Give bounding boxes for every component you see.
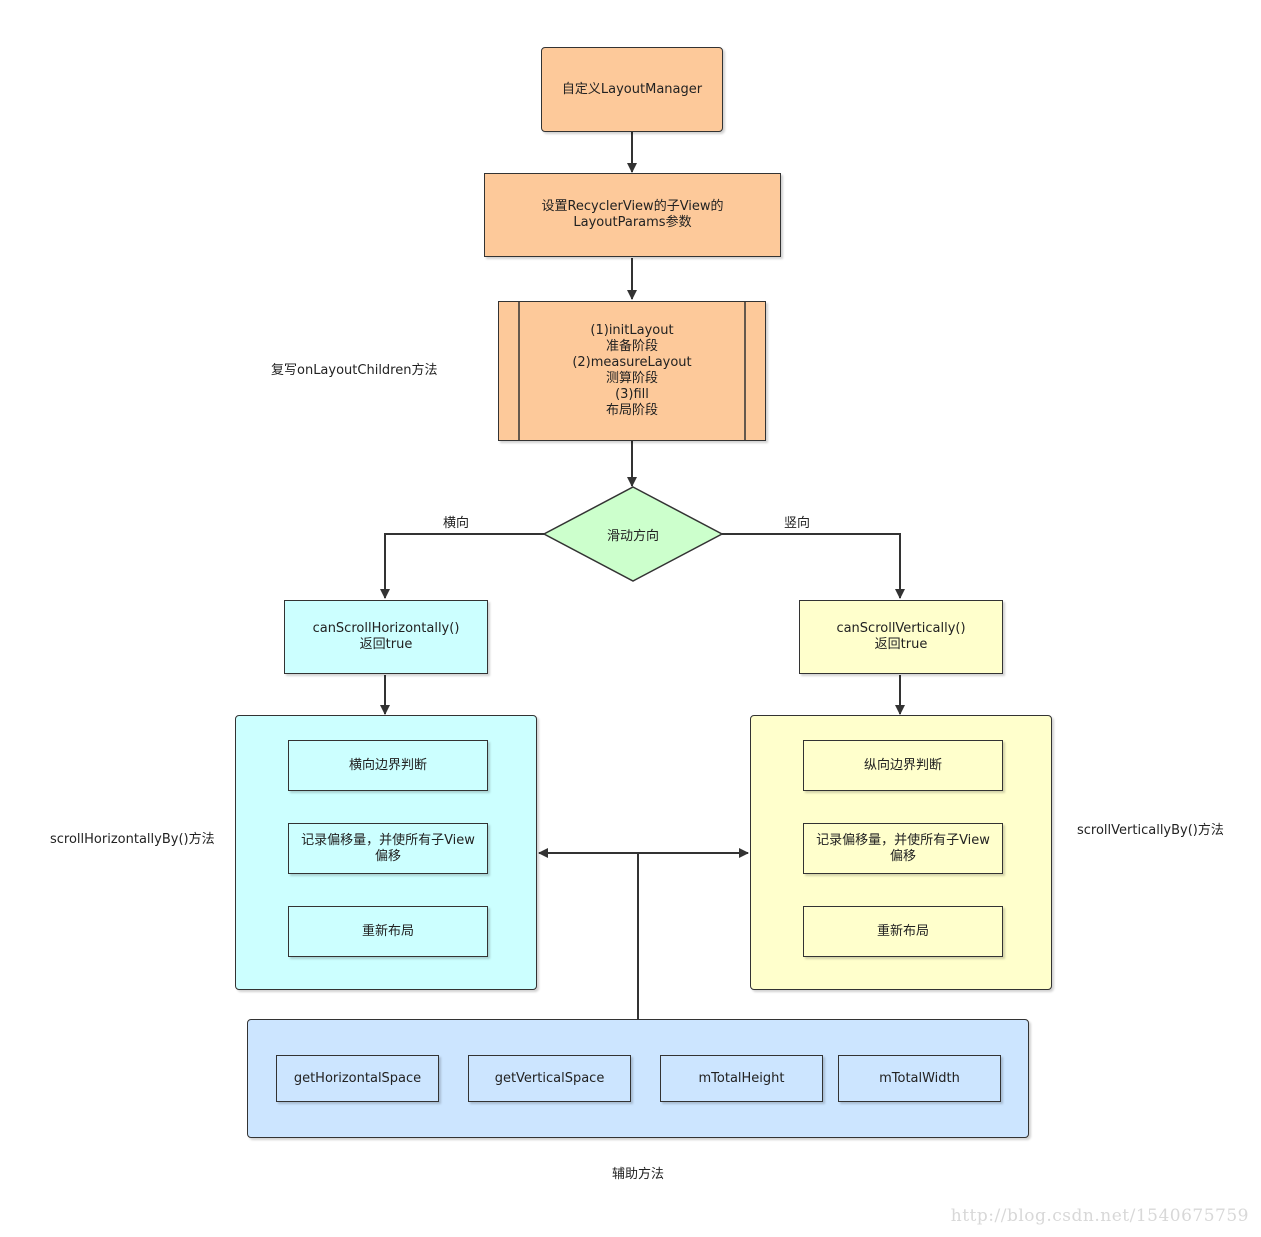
helper-get-horizontal-space-label: getHorizontalSpace bbox=[293, 1070, 422, 1086]
can-scroll-vertically-node: canScrollVertically() 返回true bbox=[799, 600, 1003, 674]
v-step-boundary-node: 纵向边界判断 bbox=[803, 740, 1003, 791]
start-node-label: 自定义LayoutManager bbox=[561, 81, 703, 97]
can-scroll-horizontally-label: canScrollHorizontally() 返回true bbox=[312, 621, 460, 652]
h-step-boundary-label: 横向边界判断 bbox=[348, 757, 427, 773]
on-layout-children-label: (1)initLayout 准备阶段 (2)measureLayout 测算阶段… bbox=[572, 323, 692, 418]
scroll-vertically-method-label: scrollVerticallyBy()方法 bbox=[1077, 823, 1224, 838]
helper-m-total-height: mTotalHeight bbox=[660, 1055, 823, 1102]
v-step-boundary-label: 纵向边界判断 bbox=[863, 757, 942, 773]
edge-direction-vertical bbox=[722, 533, 905, 599]
h-step-offset-label: 记录偏移量，并使所有子View 偏移 bbox=[301, 832, 475, 864]
can-scroll-vertically-label: canScrollVertically() 返回true bbox=[836, 621, 966, 652]
h-step-boundary-node: 横向边界判断 bbox=[288, 740, 488, 791]
h-step-offset-node: 记录偏移量，并使所有子View 偏移 bbox=[288, 823, 488, 874]
helper-m-total-height-label: mTotalHeight bbox=[698, 1070, 785, 1086]
override-on-layout-label: 复写onLayoutChildren方法 bbox=[271, 363, 438, 378]
horizontal-branch-label: 横向 bbox=[443, 516, 470, 531]
h-step-relayout-node: 重新布局 bbox=[288, 906, 488, 957]
v-step-relayout-node: 重新布局 bbox=[803, 906, 1003, 957]
helper-m-total-width-label: mTotalWidth bbox=[879, 1070, 960, 1086]
v-step-relayout-label: 重新布局 bbox=[876, 923, 929, 939]
on-layout-children-node: (1)initLayout 准备阶段 (2)measureLayout 测算阶段… bbox=[498, 301, 766, 441]
v-step-offset-node: 记录偏移量，并使所有子View 偏移 bbox=[803, 823, 1003, 874]
helper-get-vertical-space-label: getVerticalSpace bbox=[494, 1070, 605, 1086]
h-step-relayout-label: 重新布局 bbox=[361, 923, 414, 939]
start-node: 自定义LayoutManager bbox=[541, 47, 723, 132]
watermark: http://blog.csdn.net/1540675759 bbox=[950, 1206, 1249, 1226]
vertical-branch-label: 竖向 bbox=[784, 516, 811, 531]
helper-m-total-width: mTotalWidth bbox=[838, 1055, 1001, 1102]
scroll-direction-label: 滑动方向 bbox=[606, 528, 659, 544]
layout-params-label: 设置RecyclerView的子View的 LayoutParams参数 bbox=[541, 199, 724, 230]
edge-direction-horizontal bbox=[380, 533, 544, 599]
helper-get-vertical-space: getVerticalSpace bbox=[468, 1055, 631, 1102]
v-step-offset-label: 记录偏移量，并使所有子View 偏移 bbox=[816, 832, 990, 864]
helper-get-horizontal-space: getHorizontalSpace bbox=[276, 1055, 439, 1102]
scroll-horizontally-method-label: scrollHorizontallyBy()方法 bbox=[50, 832, 215, 847]
can-scroll-horizontally-node: canScrollHorizontally() 返回true bbox=[284, 600, 488, 674]
helper-methods-label: 辅助方法 bbox=[612, 1167, 665, 1182]
scroll-direction-diamond bbox=[542, 486, 724, 582]
layout-params-node: 设置RecyclerView的子View的 LayoutParams参数 bbox=[484, 173, 781, 257]
